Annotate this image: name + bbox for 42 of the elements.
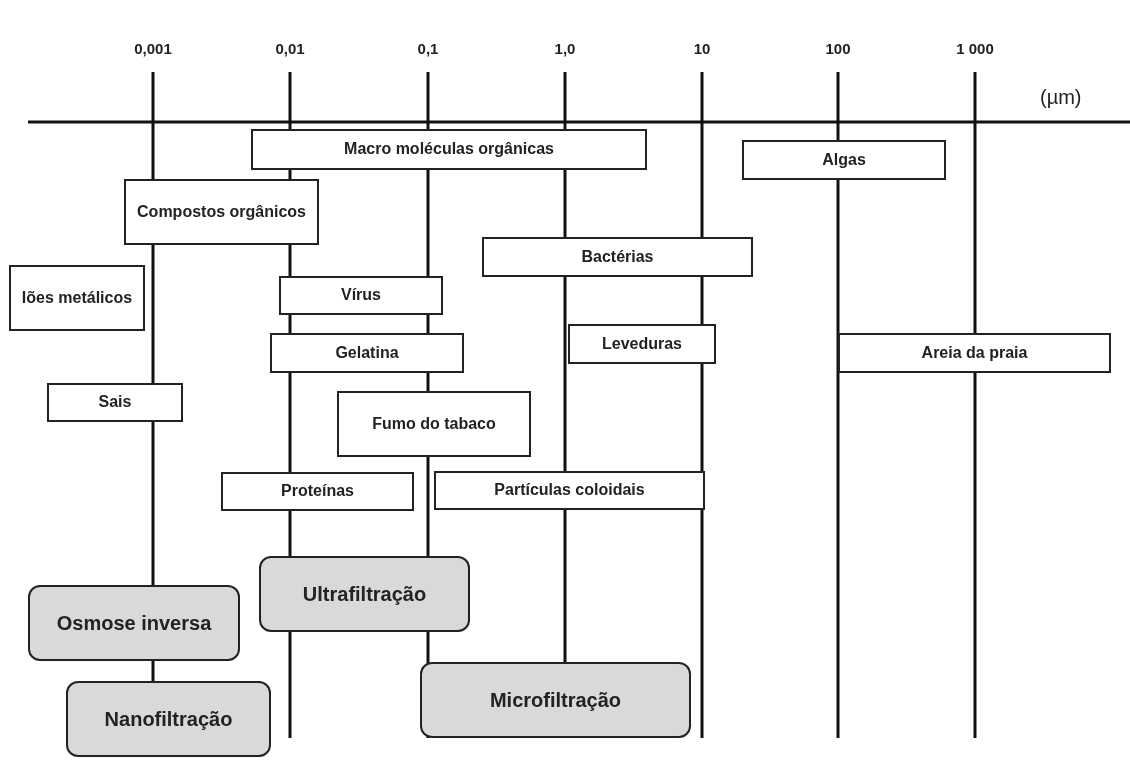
particle-box <box>251 129 647 170</box>
particle-box <box>482 237 753 277</box>
process-name: Nanofiltração <box>104 707 233 732</box>
particle-name: Areia da praia <box>921 342 1028 363</box>
tick-label: 0,01 <box>275 40 305 57</box>
particle-name: Leveduras <box>601 333 682 354</box>
tick-label: 0,1 <box>417 40 439 57</box>
particle-name: Partículas coloidais <box>494 480 645 501</box>
particle-name: Macro moléculas orgânicas <box>344 139 554 160</box>
process-box <box>28 585 240 661</box>
particle-box <box>270 333 464 373</box>
particle-name: Proteínas <box>281 481 354 502</box>
particle-box <box>221 472 414 511</box>
tick-label: 100 <box>825 40 851 57</box>
tick-label: 1,0 <box>554 40 576 57</box>
particle-box <box>337 391 531 457</box>
particle-name: Algas <box>822 149 866 170</box>
process-name: Osmose inversa <box>56 611 212 636</box>
tick-label: 1 000 <box>956 40 994 57</box>
particle-box <box>742 140 946 180</box>
process-box <box>66 681 271 757</box>
process-box <box>420 662 691 738</box>
tick-label: 0,001 <box>134 40 172 57</box>
particle-name: Iões metálicos <box>21 287 133 308</box>
particle-box <box>568 324 716 364</box>
particle-box <box>124 179 319 245</box>
particle-box <box>838 333 1111 373</box>
particle-box <box>434 471 705 510</box>
process-name: Microfiltração <box>489 688 622 713</box>
unit-label: (µm) <box>1040 86 1082 109</box>
particle-box <box>9 265 145 331</box>
particle-box <box>279 276 443 315</box>
particle-name: Compostos orgânicos <box>137 201 306 222</box>
process-name: Ultrafiltração <box>302 582 427 607</box>
particle-name: Bactérias <box>581 246 654 267</box>
particle-name: Vírus <box>341 285 381 306</box>
process-box <box>259 556 470 632</box>
particle-name: Fumo do tabaco <box>372 413 496 434</box>
particle-name: Sais <box>98 392 132 413</box>
particle-name: Gelatina <box>335 342 399 363</box>
tick-label: 10 <box>693 40 711 57</box>
particle-box <box>47 383 183 422</box>
